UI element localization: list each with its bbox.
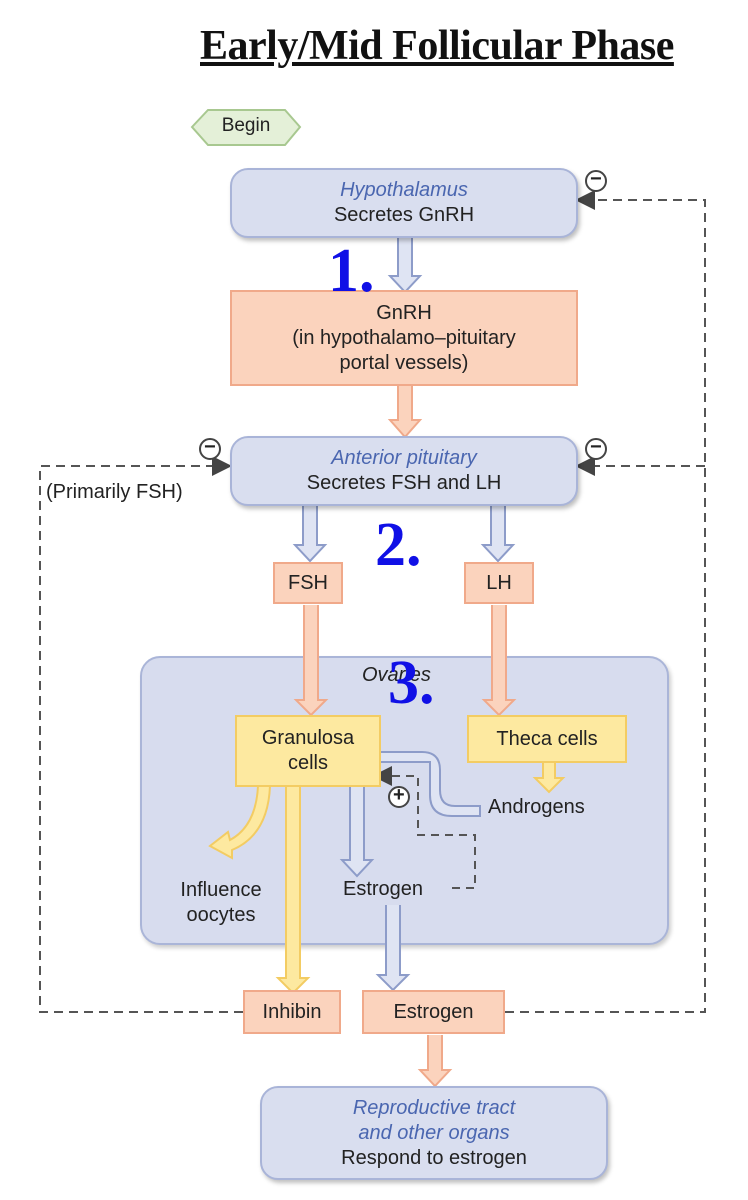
minus-circle-pit-left — [199, 438, 221, 460]
estrogen-box: Estrogen — [362, 990, 505, 1034]
influence-label: Influence oocytes — [168, 878, 274, 928]
theca-label: Theca cells — [496, 727, 598, 750]
hypothalamus-box: Hypothalamus Secretes GnRH — [230, 168, 578, 238]
arrow-granulosa-inhibin — [275, 786, 311, 995]
feedback-inhibin — [39, 456, 243, 1013]
begin-hexagon — [190, 109, 302, 146]
lh-box: LH — [464, 562, 534, 604]
influence-line2: oocytes — [186, 904, 256, 926]
inhibin-label: Inhibin — [262, 1000, 322, 1023]
begin-label: Begin — [221, 115, 271, 136]
pituitary-name: Anterior pituitary — [331, 447, 477, 469]
granulosa-box: Granulosa cells — [235, 715, 381, 787]
pituitary-action: Secretes FSH and LH — [306, 472, 502, 494]
target-line2: and other organs — [358, 1121, 510, 1144]
step-two: 2. — [375, 511, 422, 579]
fsh-label: FSH — [288, 571, 328, 594]
minus-sign-pit-right: − — [590, 436, 602, 458]
estrogen-label: Estrogen — [393, 1000, 474, 1023]
target-box: Reproductive tract and other organs Resp… — [260, 1086, 608, 1180]
arrow-hypo-gnrh — [387, 236, 423, 294]
arrow-estrogen-out — [375, 905, 411, 992]
step-three: 3. — [388, 649, 435, 717]
step-one: 1. — [328, 237, 375, 305]
gnrh-box: GnRH (in hypothalamo–pituitary portal ve… — [230, 290, 578, 386]
gnrh-line3: portal vessels) — [339, 351, 469, 374]
feedback-estrogen-right — [505, 190, 706, 1013]
androgens-label: Androgens — [488, 796, 585, 818]
influence-line1: Influence — [180, 879, 262, 901]
minus-sign-hypo: − — [590, 168, 602, 190]
plus-sign: + — [393, 784, 405, 806]
minus-sign-pit-left: − — [204, 436, 216, 458]
estrogen-inner-label: Estrogen — [343, 878, 424, 900]
arrow-pit-lh — [480, 505, 516, 563]
hypothalamus-name: Hypothalamus — [340, 179, 468, 201]
arrow-lh-theca — [481, 605, 517, 717]
target-line3: Respond to estrogen — [341, 1146, 527, 1169]
arrow-androgens — [369, 751, 481, 817]
lh-label: LH — [486, 571, 512, 594]
arrow-influence — [208, 785, 272, 860]
arrow-granulosa-estrogen — [339, 775, 375, 878]
arrow-gnrh-pituitary — [387, 385, 423, 439]
target-line1: Reproductive tract — [352, 1096, 516, 1119]
minus-circle-pit-right — [585, 438, 607, 460]
pituitary-box: Anterior pituitary Secretes FSH and LH — [230, 436, 578, 506]
page-title: Early/Mid Follicular Phase — [200, 23, 674, 69]
gnrh-line2: (in hypothalamo–pituitary — [292, 326, 516, 349]
inhibin-box: Inhibin — [243, 990, 341, 1034]
hypothalamus-action: Secretes GnRH — [333, 204, 475, 226]
feedback-positive — [372, 766, 476, 889]
gnrh-line1: GnRH — [376, 301, 432, 324]
arrow-theca-down — [532, 762, 566, 794]
plus-circle — [388, 786, 410, 808]
ovaries-label: Ovaries — [362, 664, 431, 686]
minus-circle-hypo — [585, 170, 607, 192]
granulosa-line2: cells — [287, 752, 328, 774]
arrow-estrogen-target — [417, 1035, 453, 1088]
fsh-box: FSH — [273, 562, 343, 604]
theca-box: Theca cells — [467, 715, 627, 763]
arrow-fsh-granulosa — [293, 605, 329, 717]
arrow-pit-fsh — [292, 505, 328, 563]
primarily-fsh-note: (Primarily FSH) — [46, 481, 183, 503]
granulosa-line1: Granulosa — [261, 727, 355, 749]
